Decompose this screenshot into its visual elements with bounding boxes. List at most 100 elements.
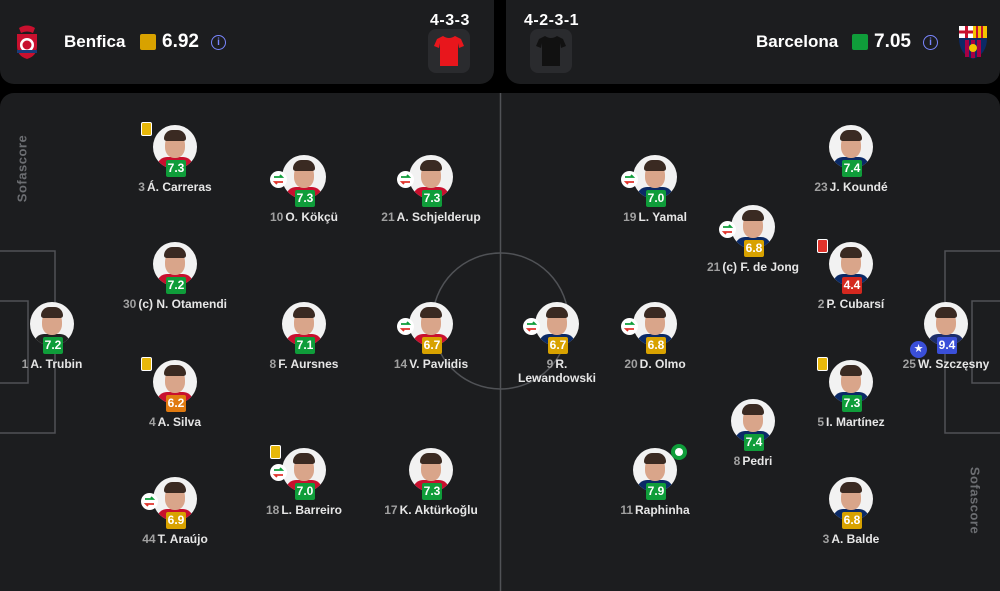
yellow-card-icon: [270, 445, 281, 459]
away-team-header: 4-2-3-1 Barcelona 7.05 i: [506, 0, 1000, 84]
info-icon[interactable]: i: [211, 35, 226, 50]
player-avatar-wrap: 7.3: [270, 155, 326, 207]
player-rating: 9.4: [937, 337, 957, 354]
player-number: 17: [384, 503, 398, 517]
player-rating: 7.4: [744, 434, 764, 451]
player-number: 8: [269, 357, 277, 371]
player-number: 19: [623, 210, 637, 224]
sofascore-watermark: Sofascore: [968, 461, 983, 541]
player-avatar-wrap: 7.2: [30, 302, 74, 354]
player-avatar-wrap: 7.0: [621, 155, 677, 207]
player-name-text: (c) N. Otamendi: [138, 297, 228, 311]
away-formation: 4-2-3-1: [524, 12, 580, 29]
player-name-text: L. Yamal: [638, 210, 687, 224]
barcelona-crest-icon: [959, 26, 987, 59]
avatar: [731, 205, 775, 249]
player-rating: 7.0: [646, 190, 666, 207]
player-name-text: Á. Carreras: [146, 180, 212, 194]
player-name-text: P. Cubarsí: [826, 297, 885, 311]
player-avatar-wrap: 7.4: [731, 399, 775, 451]
player-avatar-wrap: 6.7: [397, 302, 453, 354]
home-team-name[interactable]: Benfica: [64, 32, 126, 51]
player-name-text: K. Aktürkoğlu: [399, 503, 478, 517]
player-name-text: I. Martínez: [826, 415, 885, 429]
player-avatar-wrap: 7.3: [141, 122, 197, 177]
player-rating: 7.2: [166, 277, 186, 294]
player-number: 3: [138, 180, 145, 194]
player-name-text: R.: [555, 357, 568, 371]
player-number: 8: [733, 454, 741, 468]
goal-icon: [671, 444, 687, 460]
player-number: 21: [706, 260, 721, 274]
player-name-text: A. Silva: [157, 415, 202, 429]
yellow-card-icon: [141, 122, 152, 136]
player-name-text: A. Trubin: [30, 357, 83, 371]
substitution-icon: [141, 493, 158, 510]
player-number: 21: [381, 210, 395, 224]
player-avatar-wrap: 7.9: [633, 444, 687, 500]
player-number: 4: [148, 415, 156, 429]
player-number: 18: [265, 503, 280, 517]
player-name-text: V. Pavlidis: [409, 357, 469, 371]
player-rating: 7.3: [295, 190, 315, 207]
player-avatar-wrap: 7.3: [409, 448, 453, 500]
substitution-icon: [397, 318, 414, 335]
home-team-header: Benfica 6.92 i 4-3-3: [0, 0, 494, 84]
watermark-text: Sofascore: [967, 466, 983, 535]
player-name-text: A. Schjelderup: [396, 210, 481, 224]
player-name-text: A. Balde: [831, 532, 880, 546]
player-of-the-match-icon: ★: [910, 341, 927, 358]
player-rating: 6.2: [166, 395, 186, 412]
player-name-text: D. Olmo: [639, 357, 686, 371]
player-rating: 7.3: [842, 395, 862, 412]
player-rating: 7.3: [422, 483, 442, 500]
player-rating: 6.9: [166, 512, 186, 529]
substitution-icon: [397, 171, 414, 188]
player-avatar-wrap: 7.4: [829, 125, 873, 177]
home-rating-square: [140, 34, 156, 50]
player-number: 20: [624, 357, 638, 371]
away-team-name[interactable]: Barcelona: [756, 32, 839, 51]
player-number: 14: [393, 357, 408, 371]
player-avatar-wrap: 9.4 ★: [910, 302, 968, 358]
player-name-text: L. Barreiro: [281, 503, 343, 517]
away-team-rating: 7.05: [874, 31, 911, 52]
player-number: 11: [620, 503, 633, 517]
shirt-icon: [536, 36, 566, 66]
info-icon[interactable]: i: [923, 35, 938, 50]
player-avatar-wrap: 6.8: [621, 302, 677, 354]
